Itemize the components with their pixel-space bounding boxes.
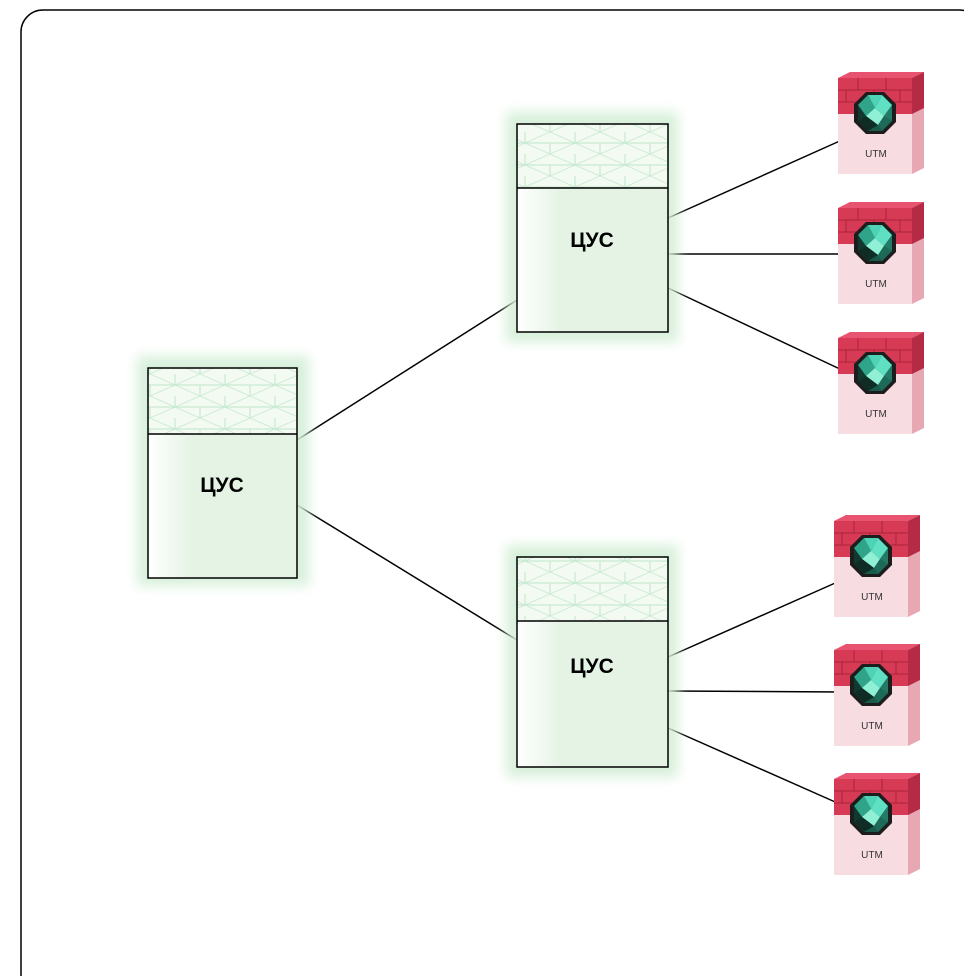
- utm-label-1: UTM: [865, 149, 887, 160]
- utm-label-4: UTM: [861, 592, 883, 603]
- connector-mid-bottom-to-utm-6: [667, 727, 843, 806]
- utm-device-3: UTM: [838, 331, 924, 434]
- utm-label-2: UTM: [865, 279, 887, 290]
- connector-mid-bottom-to-utm-5: [667, 690, 843, 693]
- cus-root-label: ЦУС: [200, 474, 244, 497]
- utm-label-3: UTM: [865, 409, 887, 420]
- connector-mid-bottom-to-utm-4: [667, 579, 843, 658]
- cus-mid-bottom-label: ЦУС: [570, 655, 614, 678]
- utm-device-5: UTM: [834, 643, 920, 746]
- cus-mid-top-label: ЦУС: [570, 229, 614, 252]
- utm-label-5: UTM: [861, 721, 883, 732]
- cus-root-node: ЦУС: [137, 356, 309, 586]
- utm-device-4: UTM: [834, 514, 920, 617]
- cus-mid-node-top: ЦУС: [506, 112, 678, 342]
- connectors: [296, 139, 843, 806]
- cus-mid-node-bottom: ЦУС: [506, 545, 678, 777]
- connector-root-to-mid-bottom: [296, 504, 518, 641]
- utm-device-6: UTM: [834, 772, 920, 875]
- utm-device-2: UTM: [838, 201, 924, 304]
- utm-device-1: UTM: [838, 71, 924, 174]
- connector-root-to-mid-top: [296, 299, 518, 441]
- connector-mid-top-to-utm-1: [667, 139, 843, 219]
- diagram-frame-border: [20, 9, 964, 976]
- utm-label-6: UTM: [861, 850, 883, 861]
- connector-mid-top-to-utm-3: [667, 287, 843, 371]
